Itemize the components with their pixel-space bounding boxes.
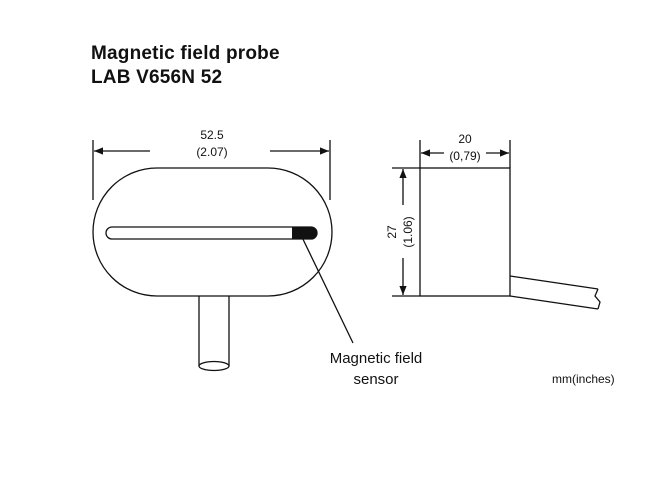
- units-note: mm(inches): [552, 372, 615, 386]
- cable-top-edge: [509, 275, 599, 290]
- depth-mm: 20: [458, 132, 472, 146]
- height-dimension: [392, 167, 420, 297]
- side-view: [419, 167, 601, 310]
- sensor-slot: [105, 226, 318, 240]
- cable-end: [198, 360, 230, 372]
- diagram-title: Magnetic field probe: [91, 43, 280, 64]
- diagram-model-number: LAB V656N 52: [91, 67, 223, 88]
- height-label-group: 27 (1.06): [385, 216, 415, 247]
- sensor-label-line1: Magnetic field: [330, 350, 423, 367]
- sensor-label-line2: sensor: [353, 371, 398, 388]
- cable-break: [594, 288, 601, 310]
- depth-inches: (0,79): [449, 149, 480, 163]
- sensor-leader-line: [299, 232, 354, 344]
- side-body: [419, 167, 511, 297]
- width-mm: 52.5: [200, 128, 224, 142]
- width-dimension: [92, 140, 331, 200]
- depth-dimension: [419, 140, 511, 168]
- width-inches: (2.07): [196, 145, 227, 159]
- height-mm: 27: [385, 225, 399, 239]
- cable-bottom-edge: [509, 295, 599, 310]
- magnetic-sensor-element: [292, 227, 317, 239]
- front-view: [92, 167, 354, 372]
- height-inches: (1.06): [401, 216, 415, 247]
